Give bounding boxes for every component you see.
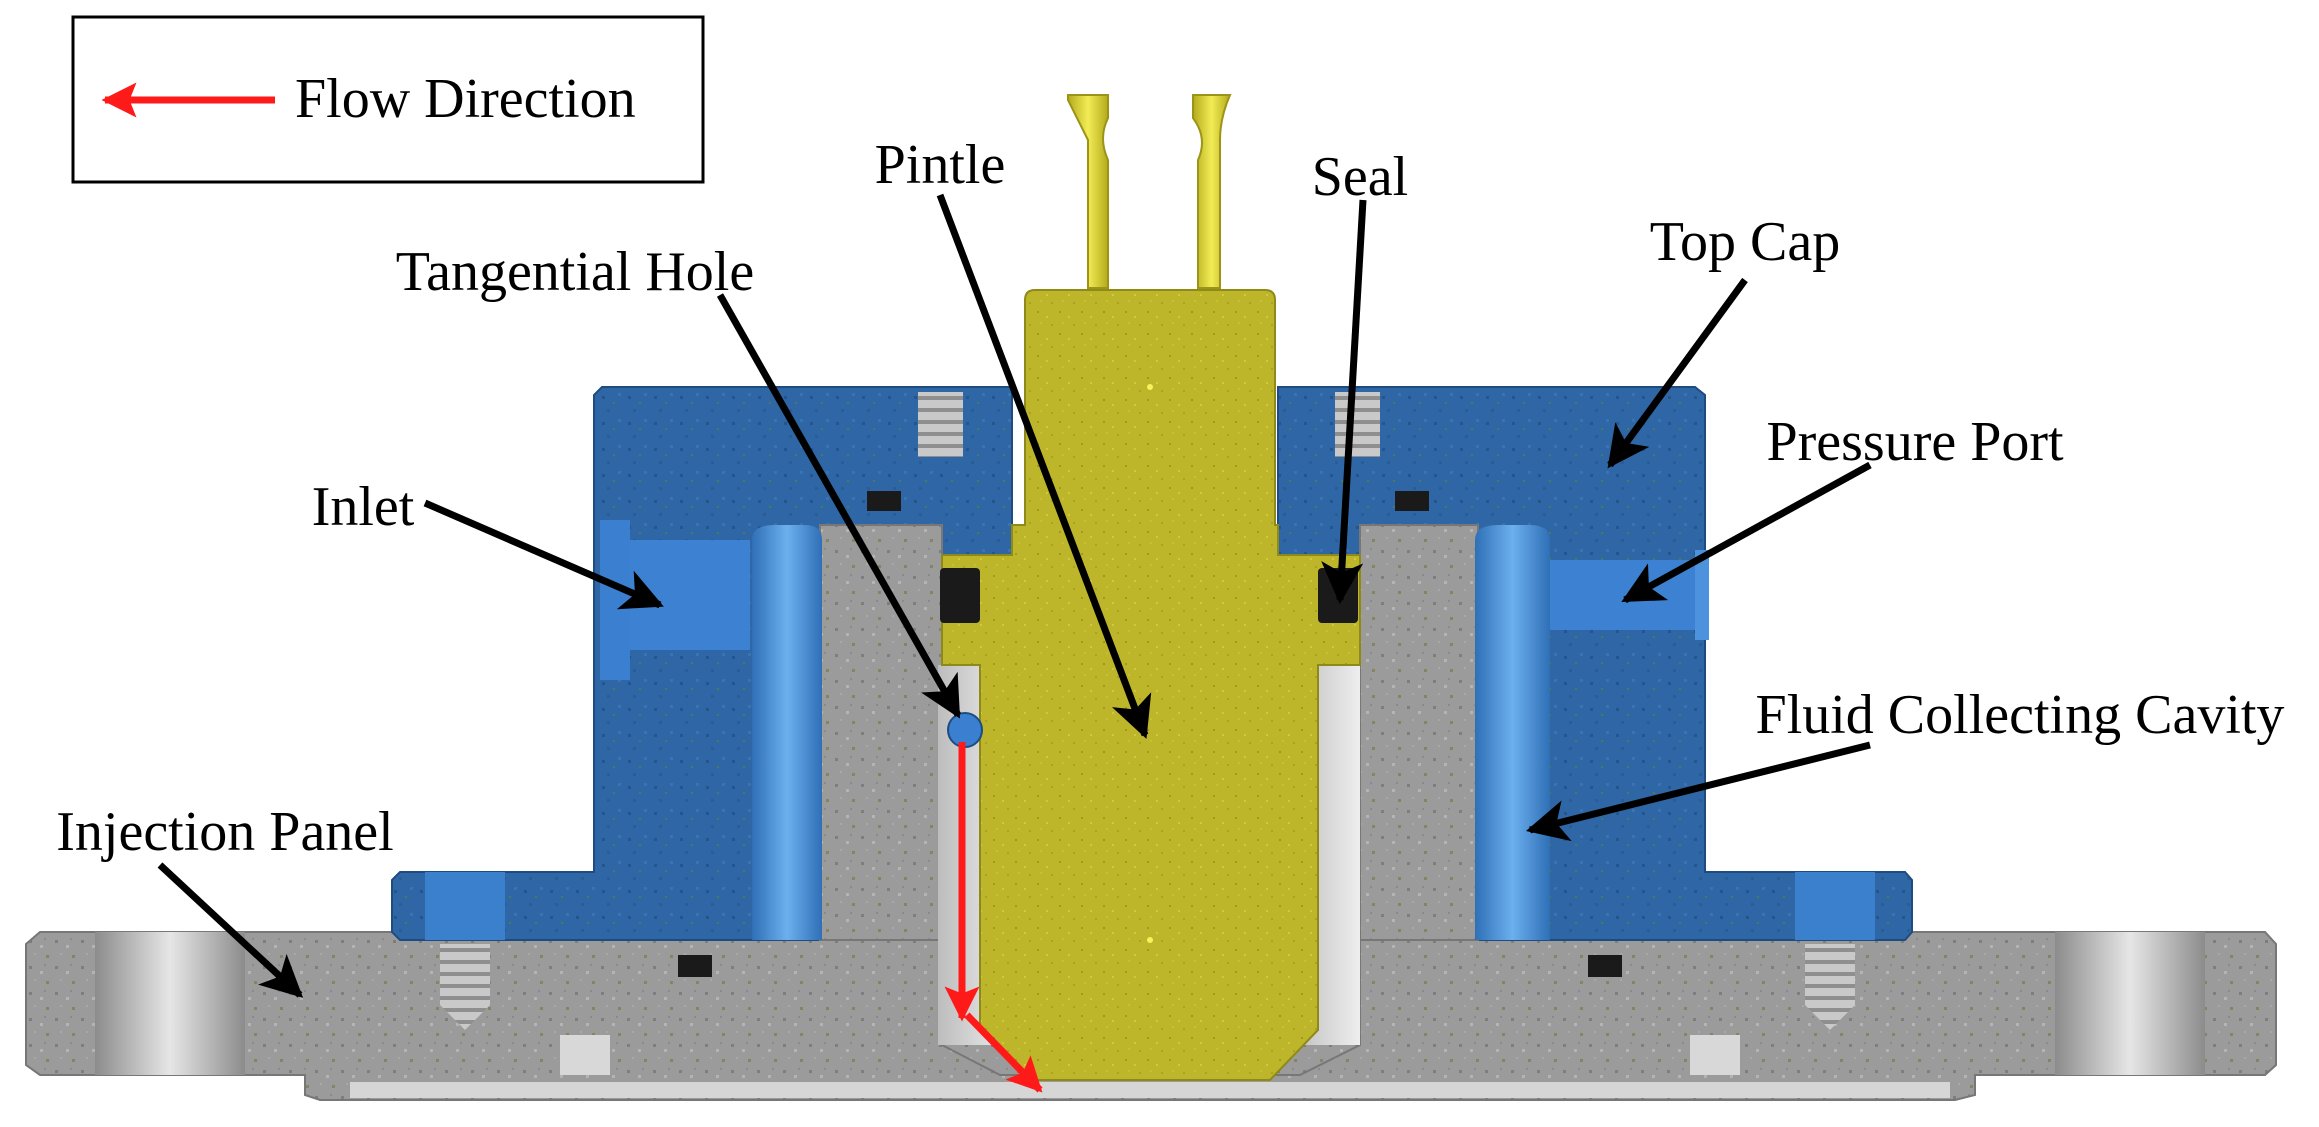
label-inlet: Inlet bbox=[312, 476, 415, 538]
label-top-cap: Top Cap bbox=[1650, 211, 1841, 273]
inlet-port-bore bbox=[600, 520, 630, 680]
legend: Flow Direction bbox=[71, 15, 705, 184]
label-pressure-port: Pressure Port bbox=[1766, 411, 2064, 473]
tangential-hole bbox=[947, 712, 983, 748]
label-fluid-collecting-cavity: Fluid Collecting Cavity bbox=[1756, 684, 2285, 746]
panel-seal-left bbox=[678, 955, 712, 977]
label-injection-panel: Injection Panel bbox=[56, 801, 393, 863]
pintle bbox=[941, 94, 1361, 1081]
label-tangential-hole: Tangential Hole bbox=[396, 241, 754, 303]
label-seal: Seal bbox=[1312, 146, 1408, 208]
legend-label: Flow Direction bbox=[295, 68, 636, 130]
label-pintle: Pintle bbox=[875, 134, 1006, 196]
flow-path-arrows bbox=[944, 742, 1043, 1093]
panel-seal-right bbox=[1588, 955, 1622, 977]
upper-seal-right bbox=[1395, 491, 1429, 511]
leader-lines bbox=[157, 193, 1872, 998]
seal-left bbox=[940, 568, 980, 623]
panel-bolt-right bbox=[1805, 944, 1855, 1030]
upper-seal-left bbox=[867, 491, 901, 511]
panel-bolt-left bbox=[440, 944, 490, 1030]
